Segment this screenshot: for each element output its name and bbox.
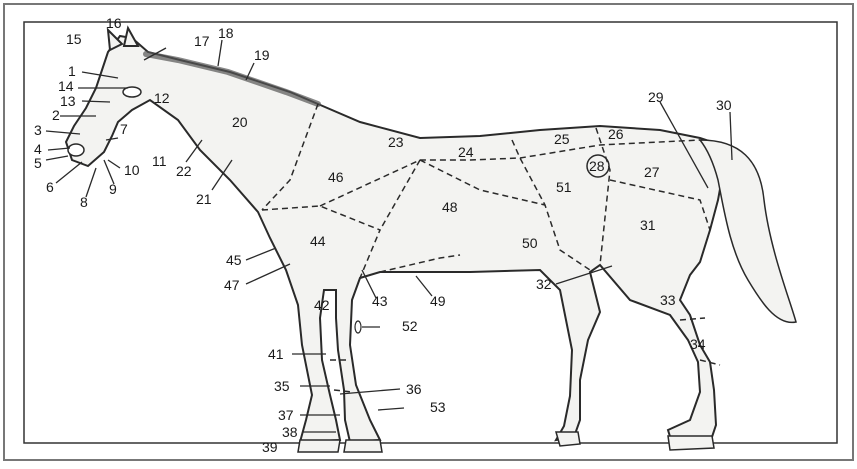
label-16: 16 — [106, 15, 122, 31]
label-37: 37 — [278, 407, 294, 423]
label-49: 49 — [430, 293, 446, 309]
label-18: 18 — [218, 25, 234, 41]
label-28: 28 — [589, 158, 605, 174]
label-35: 35 — [274, 378, 290, 394]
label-21: 21 — [196, 191, 212, 207]
chestnut-foreleg — [355, 321, 361, 333]
label-46: 46 — [328, 169, 344, 185]
nostril — [68, 144, 84, 156]
label-41: 41 — [268, 346, 284, 362]
ear — [124, 28, 138, 46]
label-29: 29 — [648, 89, 664, 105]
hoof — [556, 432, 580, 446]
label-13: 13 — [60, 93, 76, 109]
label-25: 25 — [554, 131, 570, 147]
label-34: 34 — [690, 336, 706, 352]
label-48: 48 — [442, 199, 458, 215]
label-11: 11 — [152, 153, 167, 169]
label-5: 5 — [34, 155, 42, 171]
label-43: 43 — [372, 293, 388, 309]
hoof — [668, 436, 714, 450]
label-42: 42 — [314, 297, 330, 313]
label-6: 6 — [46, 179, 54, 195]
hoof — [298, 440, 340, 452]
label-17: 17 — [194, 33, 210, 49]
label-27: 27 — [644, 164, 660, 180]
label-32: 32 — [536, 276, 552, 292]
label-12: 12 — [154, 90, 170, 106]
label-9: 9 — [109, 181, 117, 197]
label-3: 3 — [34, 122, 42, 138]
tail — [700, 140, 796, 322]
label-15: 15 — [66, 31, 82, 47]
label-1: 1 — [68, 63, 76, 79]
label-24: 24 — [458, 144, 474, 160]
label-22: 22 — [176, 163, 192, 179]
label-51: 51 — [556, 179, 572, 195]
label-20: 20 — [232, 114, 248, 130]
label-23: 23 — [388, 134, 404, 150]
label-10: 10 — [124, 162, 140, 178]
label-14: 14 — [58, 78, 74, 94]
label-52: 52 — [402, 318, 418, 334]
label-38: 38 — [282, 424, 298, 440]
label-36: 36 — [406, 381, 422, 397]
label-2: 2 — [52, 107, 60, 123]
label-50: 50 — [522, 235, 538, 251]
label-45: 45 — [226, 252, 242, 268]
label-31: 31 — [640, 217, 656, 233]
label-53: 53 — [430, 399, 446, 415]
label-26: 26 — [608, 126, 624, 142]
label-7: 7 — [120, 121, 128, 137]
label-33: 33 — [660, 292, 676, 308]
label-8: 8 — [80, 194, 88, 210]
label-47: 47 — [224, 277, 240, 293]
label-39: 39 — [262, 439, 278, 455]
label-30: 30 — [716, 97, 732, 113]
label-44: 44 — [310, 233, 326, 249]
hoof — [344, 440, 382, 452]
label-19: 19 — [254, 47, 270, 63]
